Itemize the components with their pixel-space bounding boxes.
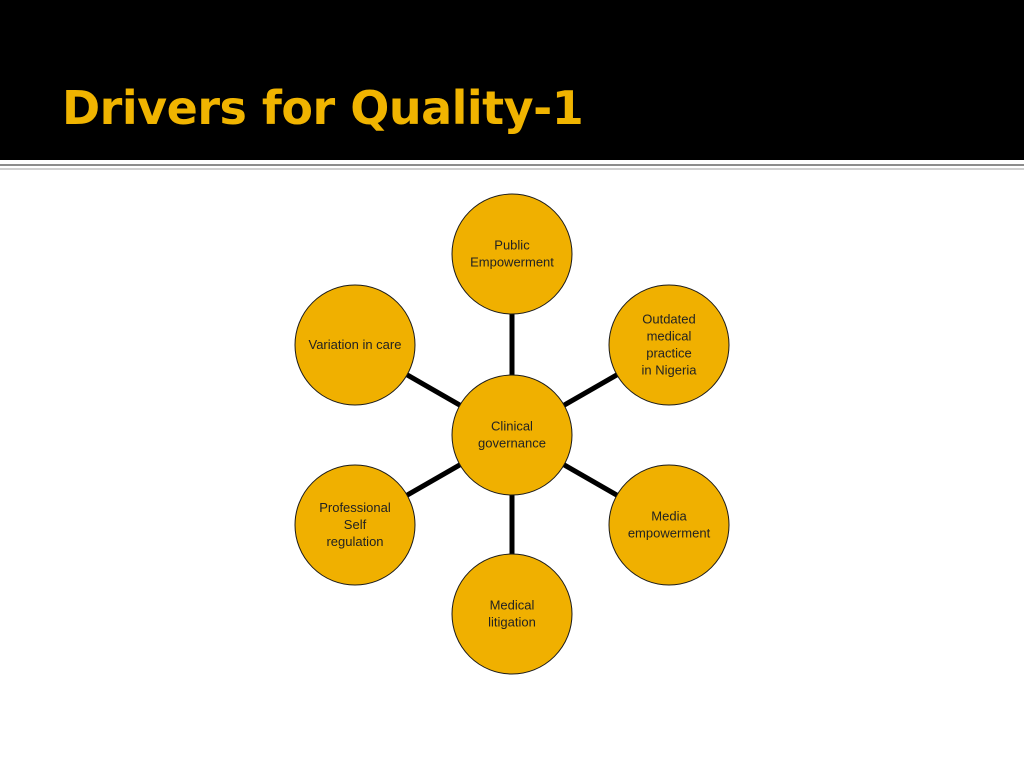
node-outdated-medical-practice-label-line: in Nigeria — [642, 363, 698, 378]
node-clinical-governance-label: Clinical governance — [478, 419, 546, 451]
connector-outdated-medical-practice — [562, 372, 619, 408]
connector-professional-self-regulation — [405, 462, 462, 498]
node-public-empowerment-label-line: Empowerment — [470, 255, 554, 270]
title-bar: Drivers for Quality-1 — [0, 0, 1024, 160]
connector-media-empowerment — [562, 462, 619, 498]
node-professional-self-regulation-label-line: Professional — [319, 500, 391, 515]
node-clinical-governance-circle — [451, 374, 573, 496]
node-clinical-governance-label-line: governance — [478, 436, 546, 451]
node-public-empowerment-circle — [451, 193, 573, 315]
node-medical-litigation-label: Medical litigation — [488, 598, 536, 630]
node-medical-litigation-label-line: Medical — [490, 598, 535, 613]
node-clinical-governance-label-line: Clinical — [491, 419, 533, 434]
node-outdated-medical-practice-label-line: practice — [646, 346, 692, 361]
node-medical-litigation: Medical litigation — [451, 553, 573, 675]
node-clinical-governance: Clinical governance — [451, 374, 573, 496]
node-variation-in-care-circle — [294, 284, 416, 406]
node-professional-self-regulation-label-line: Self — [344, 517, 367, 532]
node-outdated-medical-practice: Outdated medical practice in Nigeria — [608, 284, 730, 406]
node-variation-in-care-label-line: Variation in care — [309, 337, 402, 352]
node-media-empowerment-label: Media empowerment — [628, 509, 711, 541]
node-media-empowerment-circle — [608, 464, 730, 586]
title-divider — [0, 164, 1024, 166]
node-outdated-medical-practice-label-line: Outdated — [642, 312, 696, 327]
node-outdated-medical-practice-label: Outdated medical practice in Nigeria — [642, 312, 698, 378]
node-media-empowerment-label-line: empowerment — [628, 526, 711, 541]
connector-variation-in-care — [405, 372, 462, 408]
node-variation-in-care-label: Variation in care — [309, 337, 402, 352]
node-media-empowerment-label-line: Media — [651, 509, 687, 524]
node-professional-self-regulation-label-line: regulation — [326, 534, 383, 549]
connectors — [405, 314, 619, 554]
node-medical-litigation-circle — [451, 553, 573, 675]
node-outdated-medical-practice-label-line: medical — [647, 329, 692, 344]
title-divider-light — [0, 168, 1024, 170]
node-professional-self-regulation-circle — [294, 464, 416, 586]
node-variation-in-care: Variation in care — [294, 284, 416, 406]
slide-title: Drivers for Quality-1 — [62, 81, 584, 135]
node-medical-litigation-label-line: litigation — [488, 615, 536, 630]
node-outdated-medical-practice-circle — [608, 284, 730, 406]
node-public-empowerment-label-line: Public — [494, 238, 530, 253]
node-media-empowerment: Media empowerment — [608, 464, 730, 586]
